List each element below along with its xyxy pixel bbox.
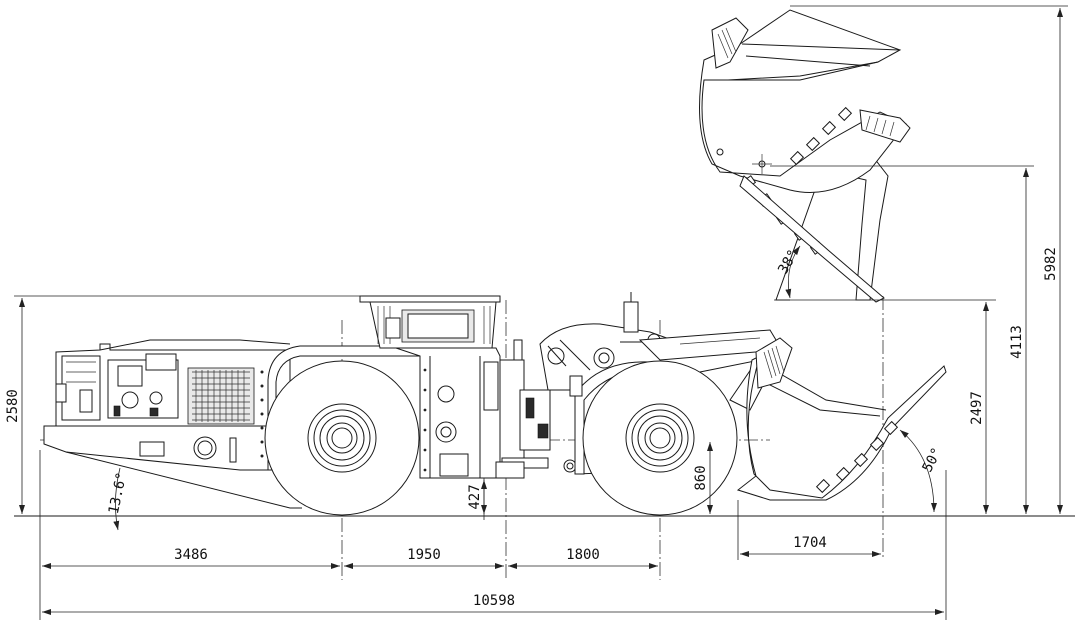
ground-clearance-label: 427	[467, 484, 483, 509]
dim-ground-clearance: 427	[467, 480, 487, 514]
departure-angle-label: 13.6°	[106, 471, 130, 516]
dump-height-high-label: 4113	[1009, 325, 1025, 359]
rear-chassis	[43, 339, 302, 509]
wheelbase-front-label: 1950	[407, 547, 441, 563]
overall-height-label: 2580	[5, 389, 21, 423]
front-wheel	[582, 360, 738, 516]
overall-length-label: 10598	[473, 593, 515, 609]
wheelbase-rear-label: 1800	[566, 547, 600, 563]
lowered-bucket	[736, 337, 947, 501]
operator-cab	[359, 295, 501, 349]
pivot-height-label: 860	[693, 465, 709, 490]
max-height-label: 5982	[1043, 247, 1059, 281]
rear-overhang-label: 3486	[174, 547, 208, 563]
bucket-reach-label: 1704	[793, 535, 827, 551]
dim-dump-height-high: 4113	[1009, 168, 1029, 514]
dim-overall-height: 2580	[5, 298, 25, 514]
angle-departure: 13.6°	[106, 467, 130, 531]
dim-chain-row: 3486 1950 1800	[42, 547, 658, 569]
dim-bucket-reach: 1704	[740, 535, 881, 557]
dim-overall-length: 10598	[42, 593, 944, 615]
dim-pivot-height: 860	[693, 442, 713, 514]
dump-height-low-label: 2497	[969, 391, 985, 425]
dim-dump-height-low: 2497	[969, 302, 989, 514]
raised-bucket-dumping	[699, 9, 911, 303]
reference-lines	[14, 5, 1068, 620]
dim-max-height: 5982	[1043, 8, 1063, 514]
rear-wheel	[264, 360, 420, 516]
rollback-angle-label: 50°	[919, 445, 945, 475]
angle-rollback: 50°	[899, 429, 945, 513]
dump-angle-label: 38°	[775, 247, 802, 277]
articulation-joint	[495, 339, 577, 479]
center-body	[395, 347, 501, 479]
